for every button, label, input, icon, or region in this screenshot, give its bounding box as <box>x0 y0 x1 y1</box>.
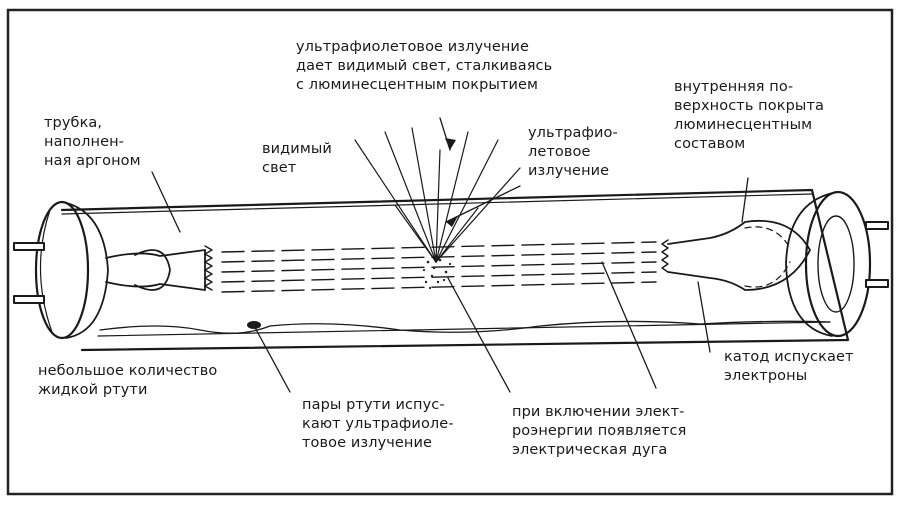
left-pins <box>13 242 45 304</box>
uv-visible-arrowhead <box>445 138 456 150</box>
label-mercury-liquid: небольшое количество жидкой ртути <box>38 363 218 398</box>
leader-lines <box>151 117 749 393</box>
label-uv-radiation: ультрафио- летовое излучение <box>528 125 618 179</box>
uv-arrowhead <box>446 216 458 227</box>
light-rays <box>354 127 521 263</box>
liquid-mercury <box>99 320 831 334</box>
right-electrode <box>661 220 811 291</box>
left-electrode <box>105 245 213 291</box>
glass-tube <box>60 188 850 352</box>
label-visible-light: видимый свет <box>262 141 332 176</box>
diagram-frame <box>6 8 894 496</box>
label-inner-surface: внутренняя по- верхность покрыта люминес… <box>674 79 824 152</box>
label-uv-visible-light: ультрафиолетовое излучение дает видимый … <box>296 39 553 93</box>
mercury-drop <box>247 321 261 329</box>
left-end-cap <box>34 200 109 340</box>
right-pins <box>865 221 889 288</box>
label-electric-arc: при включении элект- роэнергии появляетс… <box>512 404 687 458</box>
label-mercury-vapor: пары ртути испус- кают ультрафиоле- тово… <box>302 397 454 451</box>
right-end-cap <box>785 190 872 338</box>
mercury-vapor-cloud <box>422 254 452 290</box>
label-tube-argon: трубка, наполнен- ная аргоном <box>44 115 141 169</box>
label-cathode: катод испускает электроны <box>724 349 854 384</box>
